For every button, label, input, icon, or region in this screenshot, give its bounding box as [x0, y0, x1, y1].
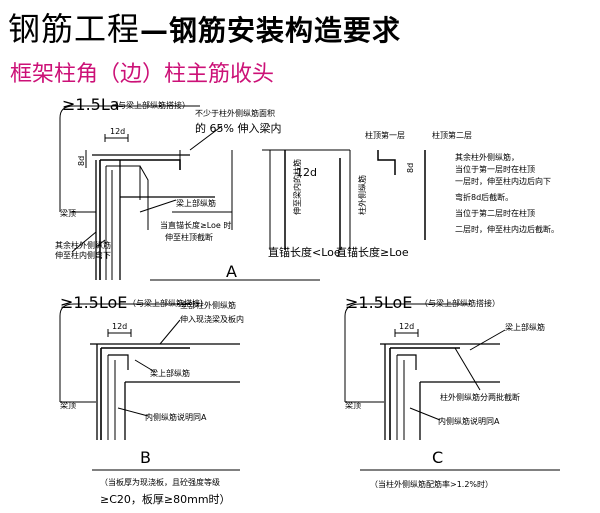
a-cut1-rebar: [377, 150, 396, 175]
b-dim-12d: 12d: [112, 322, 127, 331]
b-column: [96, 344, 126, 440]
a-12d-dim: [104, 134, 129, 142]
c-top-anchor-note: （与梁上部纵筋搭接）: [420, 298, 500, 308]
a-anchor-top: [59, 105, 200, 119]
b-bottom-note-2: ≥C20，板厚≥80mm时）: [100, 492, 231, 506]
diagram-a: ≥1.5La （与梁上部纵筋搭接） 不少于柱外侧纵筋面积 的 65% 伸入梁内 …: [55, 95, 559, 281]
a-dim-12d: 12d: [110, 127, 125, 136]
b-inner-note: 内侧纵筋说明同A: [145, 412, 207, 422]
c-label: C: [432, 448, 443, 467]
c-dim-12d: 12d: [399, 322, 414, 331]
a-note-top-2: 的 65% 伸入梁内: [195, 121, 281, 135]
a-right-note-1: 其余柱外侧纵筋，: [455, 152, 519, 162]
b-top-anchor-note: （与梁上部纵筋搭接）: [128, 298, 208, 308]
a-right-note-6: 二层时，伸至柱内边后截断。: [455, 224, 559, 234]
diagram-c: ≥1.5LoE （与梁上部纵筋搭接） 12d 梁顶 梁上部纵筋 柱外侧纵筋分两批…: [344, 293, 560, 489]
diagram-b: ≥1.5LoE （与梁上部纵筋搭接） 全部柱外侧纵筋 伸入现浇梁及板内 12d …: [59, 293, 244, 506]
page-title: 钢筋工程—钢筋安装构造要求: [8, 4, 401, 50]
a-col-inner-1: 其余柱外侧纵筋: [55, 240, 111, 250]
a-leader-inner: [71, 231, 97, 253]
a-right-note-5: 当位于第二层时在柱顶: [455, 208, 535, 218]
a-when-1: 当直锚长度≥Loe 时: [160, 220, 231, 230]
title-part1: 钢筋工程: [8, 10, 141, 48]
a-right-vert: 柱外侧纵筋: [357, 175, 367, 215]
c-inner-note: 内侧纵筋说明同A: [438, 416, 500, 426]
b-note-1: 全部柱外侧纵筋: [180, 300, 236, 310]
c-top-anchor: ≥1.5LoE: [345, 293, 412, 312]
c-outer-note: 柱外侧纵筋分两批截断: [440, 392, 520, 402]
a-col-inner-2: 伸至柱内侧弯下: [55, 250, 111, 260]
c-beam-upper-bar: 梁上部纵筋: [505, 322, 545, 332]
a-column: [95, 160, 121, 280]
b-leader-upper: [134, 359, 156, 373]
a-note-top-1: 不少于柱外侧纵筋面积: [195, 108, 275, 118]
a-dim-8d: 8d: [77, 156, 86, 166]
a-leader-65: [189, 125, 223, 151]
a-right-note-2: 当位于第一层时在柱顶: [455, 164, 535, 174]
a-rebar-bend2: [139, 165, 149, 230]
header: 钢筋工程—钢筋安装构造要求 框架柱角（边）柱主筋收头: [0, 0, 600, 95]
c-leader-inner: [409, 407, 441, 421]
a-rebar-bend: [106, 165, 141, 200]
c-rebar-hook: [397, 354, 417, 370]
c-12d-dim: [394, 329, 419, 337]
page-subtitle: 框架柱角（边）柱主筋收头: [10, 62, 275, 87]
a-leader-upper: [139, 199, 177, 213]
a-when-2: 伸至柱顶截断: [165, 232, 213, 242]
c-anchor-top: [344, 303, 470, 317]
a-cut-1: 柱顶第一层: [365, 130, 405, 140]
b-label: B: [140, 448, 151, 467]
c-leader-upper: [469, 329, 506, 351]
c-column: [384, 344, 421, 440]
b-top-anchor: ≥1.5LoE: [60, 293, 127, 312]
b-12d-dim: [107, 329, 132, 337]
a-detail-box: [262, 149, 351, 250]
a-8d: 8d: [406, 163, 415, 173]
c-beam-top-label: 梁顶: [345, 401, 361, 410]
b-leader-note: [159, 319, 181, 345]
a-right-note-4: 弯折8d后截断。: [455, 192, 513, 202]
b-beam-top-label: 梁顶: [60, 401, 76, 410]
a-left-vert: 伸至梁内的柱筋: [292, 159, 302, 215]
a-cut-2: 柱顶第二层: [432, 130, 472, 140]
b-beam-upper-bar: 梁上部纵筋: [150, 368, 190, 378]
title-part2: —钢筋安装构造要求: [140, 14, 402, 47]
a-label: A: [226, 262, 237, 281]
b-note-2: 伸入现浇梁及板内: [180, 314, 244, 324]
a-top-anchor-note: （与梁上部纵筋搭接）: [110, 100, 190, 110]
a-loe-left: 直锚长度<Loe: [268, 245, 341, 259]
a-right-note-3: 一层时，伸至柱内边后向下: [455, 176, 551, 186]
b-anchor-top: [59, 303, 190, 317]
c-leader-outer: [454, 347, 481, 391]
c-bottom-note: （当柱外侧纵筋配筋率>1.2%时）: [370, 479, 493, 489]
b-leader-inner: [117, 407, 149, 417]
b-bottom-note-1: （当板厚为现浇板，且砼强度等级: [100, 477, 220, 487]
a-beam-upper-bar: 梁上部纵筋: [176, 198, 216, 208]
a-mid-12d: 12d: [296, 166, 317, 179]
b-rebar-hook: [108, 354, 129, 370]
a-wavy: [95, 239, 106, 248]
a-beam-top: 梁顶: [60, 209, 76, 218]
a-top-anchor: ≥1.5La: [62, 95, 120, 114]
a-loe-right: 直锚长度≥Loe: [336, 245, 409, 259]
